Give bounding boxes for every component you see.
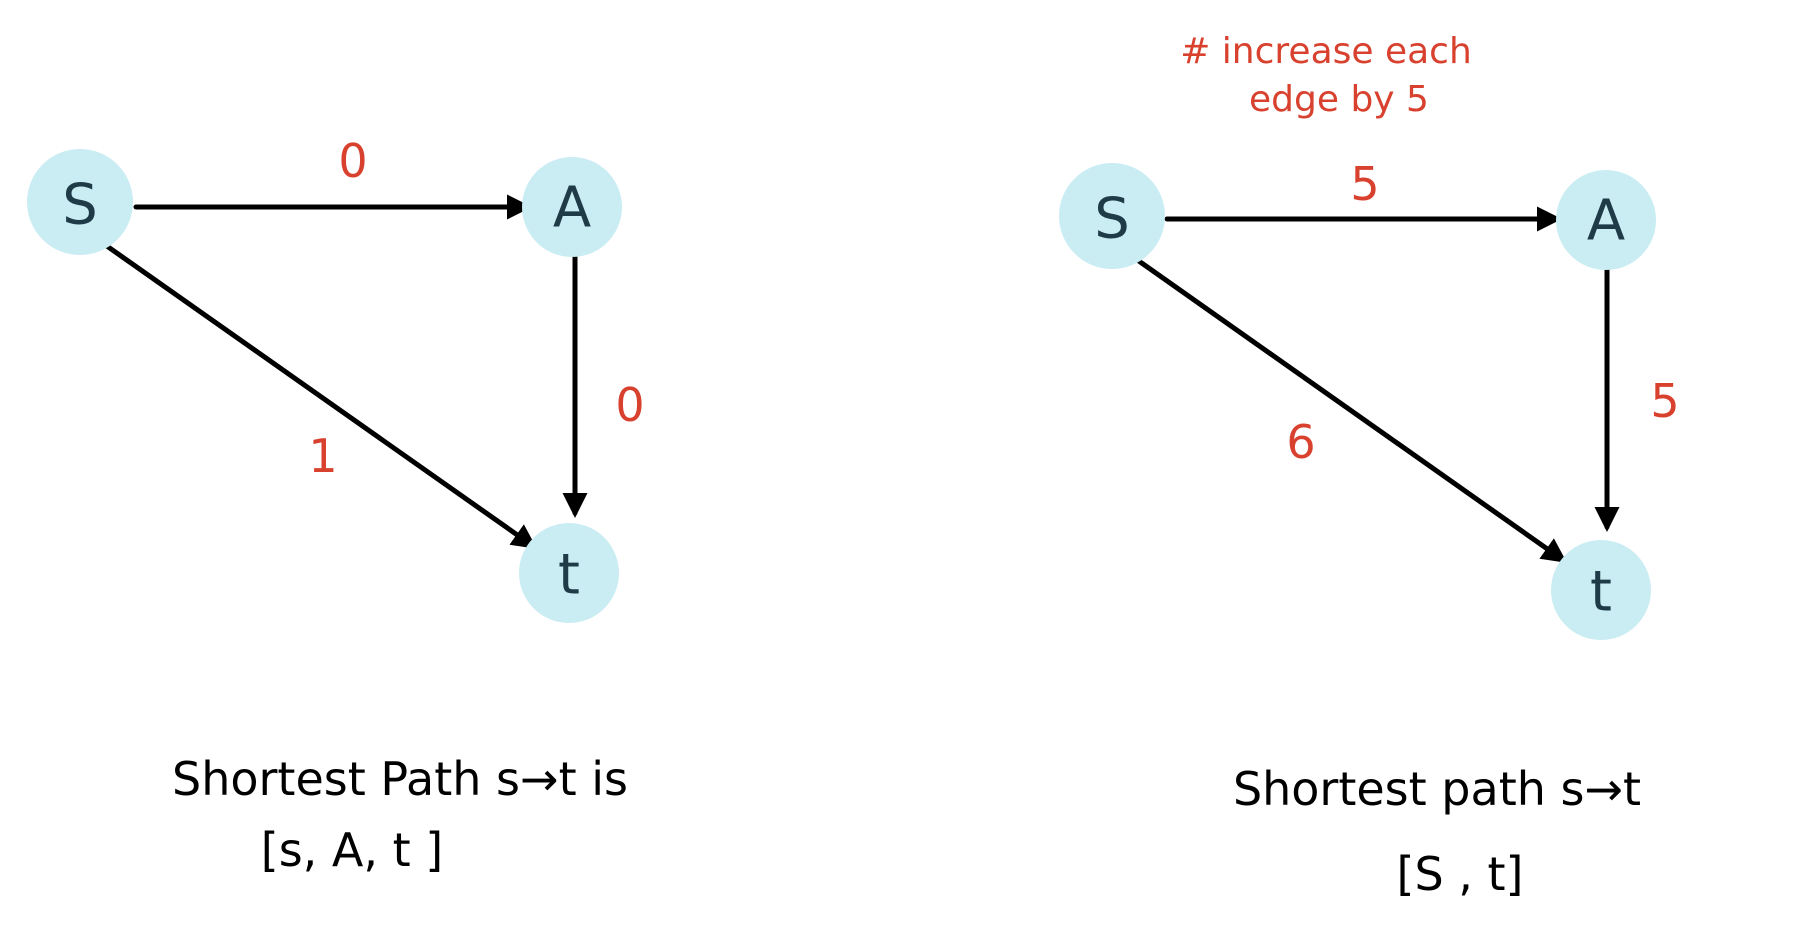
weight-left-s-t: 1 (308, 429, 337, 483)
caption-left-line1: Shortest Path s→t is (172, 752, 628, 806)
node-right-t-label: t (1590, 560, 1612, 625)
left-graph: S A t 0 0 1 Shortest Path s→t is [s, A, … (27, 134, 645, 877)
weight-left-s-a: 0 (338, 134, 367, 188)
node-left-a-label: A (553, 176, 591, 241)
caption-left-line2: [s, A, t ] (261, 823, 443, 877)
weight-left-a-t: 0 (615, 378, 644, 432)
edge-left-s-to-t (101, 241, 538, 549)
node-right-s: S (1059, 163, 1165, 269)
node-left-a: A (522, 157, 622, 257)
node-left-t-label: t (558, 543, 580, 608)
node-right-a-label: A (1587, 189, 1625, 254)
weight-right-s-t: 6 (1286, 415, 1315, 469)
node-right-s-label: S (1094, 187, 1130, 252)
caption-right-line2: [S , t] (1397, 847, 1524, 901)
node-left-s: S (27, 149, 133, 255)
node-left-t: t (519, 523, 619, 623)
annotation-line1: # increase each (1180, 31, 1472, 72)
annotation-line2: edge by 5 (1249, 79, 1429, 120)
edge-right-s-to-t (1133, 256, 1568, 563)
node-right-t: t (1551, 540, 1651, 640)
weight-right-a-t: 5 (1650, 374, 1679, 428)
node-left-s-label: S (62, 173, 98, 238)
weight-right-s-a: 5 (1350, 157, 1379, 211)
right-graph: # increase each edge by 5 S A t 5 5 6 Sh… (1059, 31, 1680, 901)
node-right-a: A (1556, 170, 1656, 270)
caption-right-line1: Shortest path s→t (1233, 762, 1641, 816)
